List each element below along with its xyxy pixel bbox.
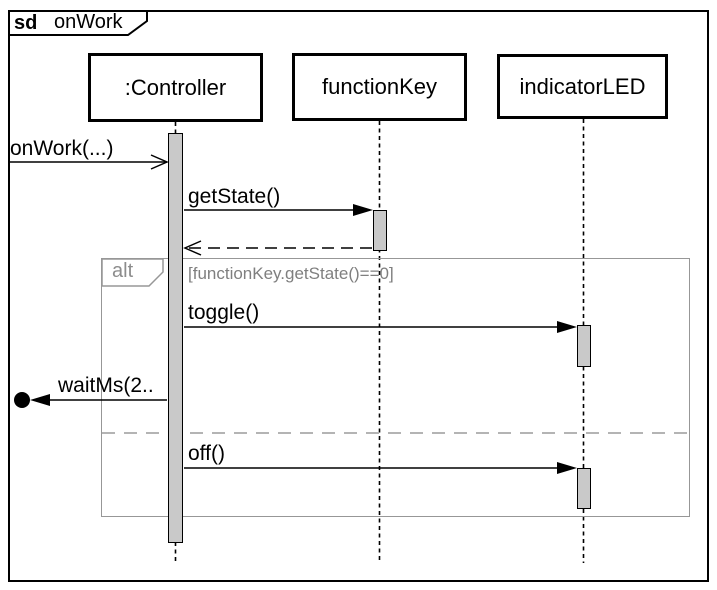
alt-guard: [functionKey.getState()==0]: [188, 264, 394, 283]
diagram-frame: [8, 10, 709, 582]
lifeline-name-functionkey: functionKey: [322, 74, 437, 99]
activation-indicatorled-1: [577, 325, 591, 367]
activation-controller: [168, 133, 183, 543]
lifeline-head-controller: :Controller: [88, 53, 263, 122]
message-label-getstate: getState(): [188, 185, 281, 208]
frame-keyword: sd: [14, 12, 38, 34]
lifeline-head-indicatorled: indicatorLED: [497, 54, 668, 119]
message-label-toggle: toggle(): [188, 301, 260, 324]
message-label-onwork: onWork(...): [10, 137, 114, 160]
alt-operator-pentagon: [101, 258, 164, 287]
lifeline-name-indicatorled: indicatorLED: [519, 73, 646, 99]
message-label-waitms: waitMs(2..: [58, 374, 154, 397]
lifeline-head-functionkey: functionKey: [292, 53, 467, 121]
alt-operator-label: alt: [112, 260, 134, 282]
frame-title-name: onWork: [54, 11, 123, 33]
activation-indicatorled-2: [577, 468, 591, 509]
frame-title-pentagon: [8, 10, 148, 36]
alt-fragment: [101, 258, 690, 517]
lifeline-name-controller: :Controller: [124, 74, 227, 100]
message-label-off: off(): [188, 442, 225, 465]
activation-functionkey: [373, 210, 387, 251]
